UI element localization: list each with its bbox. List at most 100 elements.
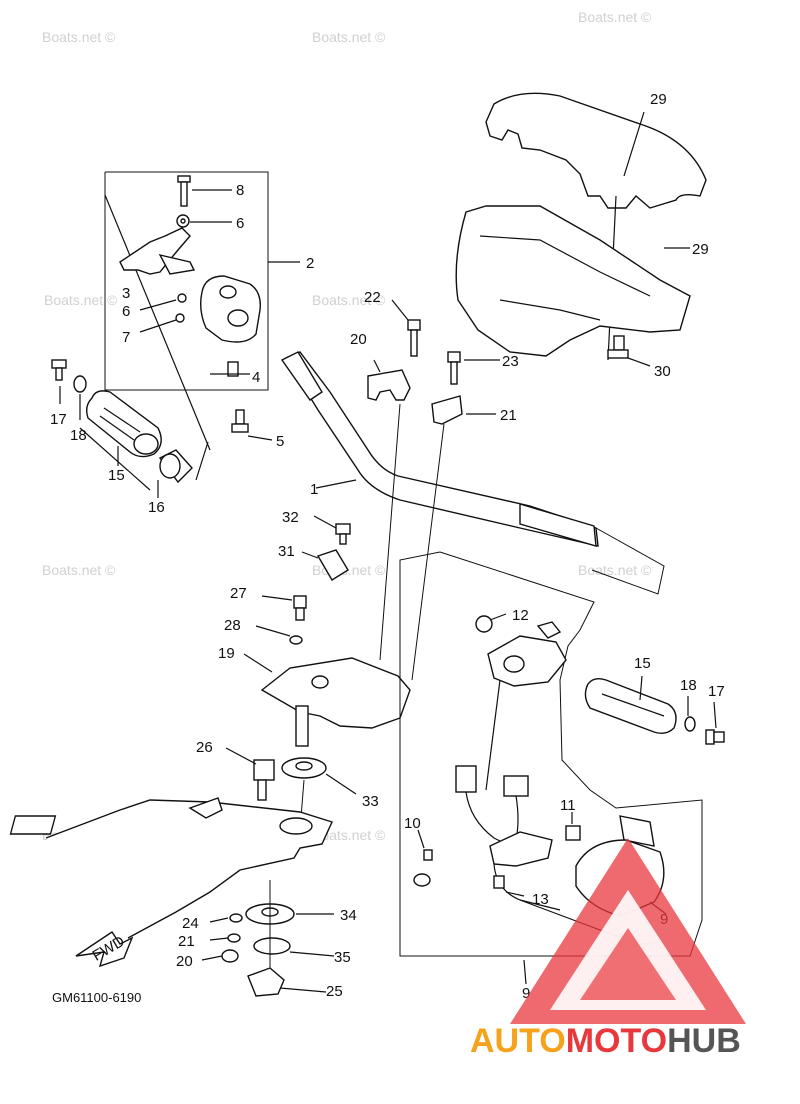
callout-5: 8 [236,182,244,199]
bar-end-outline-right [591,527,665,595]
callout-20-top: 20 [350,331,367,348]
screw-17-left [51,359,67,381]
screw-12 [565,812,581,841]
callout-7: 7 [122,329,130,346]
watermark: Boats.net © [312,827,386,843]
watermark: Boats.net © [44,292,118,308]
callout-14: 13 [532,891,549,908]
callout-11: 10 [404,815,421,832]
screw-14 [493,875,525,897]
callout-13: 12 [512,607,529,624]
bar-end-16 [79,427,209,491]
screw-4 [210,361,250,377]
lever-housing [199,275,261,343]
rubber-mount-29-upper [281,757,357,795]
bolt-22 [261,595,307,621]
callout-15-right: 15 [634,655,651,672]
callout-1: 1 [310,481,318,498]
grip-15-left [85,390,162,458]
callout-3: 3 [122,285,130,302]
screw-28 [313,515,351,545]
callout-29-upper: 33 [362,793,379,810]
leader-line [201,955,223,961]
callout-17-left: 17 [50,411,67,428]
callout-21-a: 22 [364,289,381,306]
nut-31 [247,967,327,997]
callout-28: 32 [282,509,299,526]
panel-25 [455,205,691,357]
wiring-harness [455,765,661,945]
automotohub-logo: AUTOMOTOHUB [470,838,746,1060]
bolt-21-b [447,351,500,385]
callout-34: 21 [178,933,195,950]
guide-line [411,423,445,681]
callout-25: 29 [692,241,709,258]
callout-18-right: 18 [680,677,697,694]
switch-housing-13 [475,613,567,791]
washer-30 [253,937,335,957]
fwd-arrow: FWD [75,931,134,968]
washer-23 [255,625,303,645]
callout-12: 11 [560,797,576,814]
clamp-20-top [367,359,411,401]
switch-assembly-outline [399,551,703,957]
callout-29-lower: 34 [340,907,357,924]
bracket-19 [243,653,411,747]
leader-line [209,937,229,941]
screw-8 [231,409,273,441]
logo-hub: HUB [667,1022,741,1060]
callout-6: 6 [236,215,244,232]
callout-15-left: 15 [108,467,125,484]
watermark: Boats.net © [578,9,652,25]
watermark: Boats.net © [312,29,386,45]
clamp-20-bottom [431,395,496,425]
callout-32: 26 [196,739,213,756]
bolt-5 [177,175,232,207]
callout-17-right: 17 [708,683,725,700]
callout-9: 9 [522,985,530,1002]
washer-18-left [73,375,87,393]
callout-35: 20 [176,953,193,970]
callout-6b: 6 [122,303,130,320]
bolt-32 [225,747,275,801]
callout-2: 2 [306,255,314,272]
watermark: Boats.net © [578,562,652,578]
washer-6b [177,293,187,303]
guide-line [379,403,401,661]
leader-line [139,299,177,311]
diagram-code: GM61100-6190 [52,990,141,1005]
nut-7 [175,313,185,323]
callout-24: 29 [650,91,667,108]
callout-31: 25 [326,983,343,1000]
callout-labels: 8 6 2 3 6 7 4 5 17 18 15 16 22 20 23 21 … [50,91,725,1002]
callout-33: 24 [182,915,199,932]
throttle-lever-3 [119,227,196,275]
callout-30: 35 [334,949,351,966]
callout-4: 4 [252,369,260,386]
leader-line [104,194,211,451]
handlebar-1 [280,351,599,547]
washer-34 [227,933,241,943]
callout-18-left: 18 [70,427,87,444]
washer-33 [229,913,243,923]
washer-18-right [684,696,696,732]
callout-8: 5 [276,433,284,450]
bolt-21-a [391,299,421,357]
leader-line [209,917,229,923]
callout-22: 27 [230,585,247,602]
logo-moto: MOTO [566,1022,667,1060]
callout-26: 30 [654,363,671,380]
callout-21-b: 23 [502,353,519,370]
grip-15-right [584,675,677,735]
rubber-mount-29-lower [245,903,334,925]
callout-27: 31 [278,543,295,560]
grommet-27 [301,549,349,581]
lever-assembly-outline [104,171,269,391]
nut-35 [221,949,239,963]
screw-11 [413,829,433,887]
callout-23: 28 [224,617,241,634]
leader-line [523,959,527,985]
callout-16: 16 [148,499,165,516]
logo-auto: AUTO [470,1022,566,1060]
